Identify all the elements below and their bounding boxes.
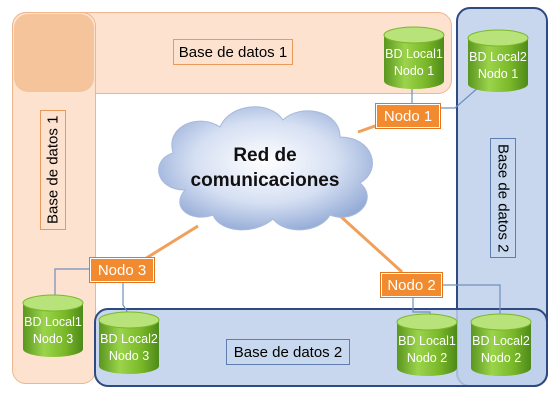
bd-local1-nodo2-cylinder: BD Local1 Nodo 2 (396, 313, 458, 377)
base-de-datos-2-label-horizontal: Base de datos 2 (226, 339, 350, 365)
cloud-title-line1: Red de (233, 145, 297, 166)
bd-local1-nodo3-line1: BD Local1 (24, 315, 82, 329)
base-de-datos-1-label-horizontal: Base de datos 1 (173, 39, 293, 65)
nodo1-to-bd-local2-line (440, 85, 481, 109)
bd-local1-nodo2-line1: BD Local1 (398, 334, 456, 348)
bd-local1-nodo2-line2: Nodo 2 (406, 351, 448, 365)
nodo3-to-bd-local1-line (54, 268, 90, 300)
bd-local1-nodo3-cylinder: BD Local1 Nodo 3 (22, 294, 84, 358)
bd-local2-nodo1-line2: Nodo 1 (477, 67, 519, 81)
bd-local2-nodo2-line2: Nodo 2 (480, 351, 522, 365)
bd-local2-nodo2-cylinder: BD Local2 Nodo 2 (470, 313, 532, 377)
cloud-to-nodo1-line (357, 123, 379, 134)
bd-local2-nodo3-line1: BD Local2 (100, 332, 158, 346)
bd-local2-nodo1-line1: BD Local2 (469, 50, 527, 64)
bd-local1-nodo1-line1: BD Local1 (385, 47, 443, 61)
cloud-to-nodo3-line (139, 224, 199, 264)
cloud-title-line2: comunicaciones (190, 170, 340, 191)
bd-local2-nodo3-cylinder: BD Local2 Nodo 3 (98, 311, 160, 375)
bd-local2-nodo2-line1: BD Local2 (472, 334, 530, 348)
nodo-1-badge: Nodo 1 (376, 104, 440, 128)
bd-local2-nodo1-cylinder: BD Local2 Nodo 1 (467, 29, 529, 93)
nodo-2-badge: Nodo 2 (381, 273, 442, 297)
nodo2-to-bd-local2-line (441, 284, 501, 318)
region-base-de-datos-1-overlap (14, 14, 94, 92)
bd-local1-nodo1-line2: Nodo 1 (393, 64, 435, 78)
communication-network-cloud: Red de comunicaciones (145, 95, 385, 235)
bd-local2-nodo3-line2: Nodo 3 (108, 349, 150, 363)
cloud-to-nodo2-line (336, 212, 404, 274)
base-de-datos-2-label-vertical: Base de datos 2 (490, 138, 516, 258)
nodo-3-badge: Nodo 3 (90, 258, 154, 282)
bd-local1-nodo1-cylinder: BD Local1 Nodo 1 (383, 26, 445, 90)
bd-local1-nodo3-line2: Nodo 3 (32, 332, 74, 346)
